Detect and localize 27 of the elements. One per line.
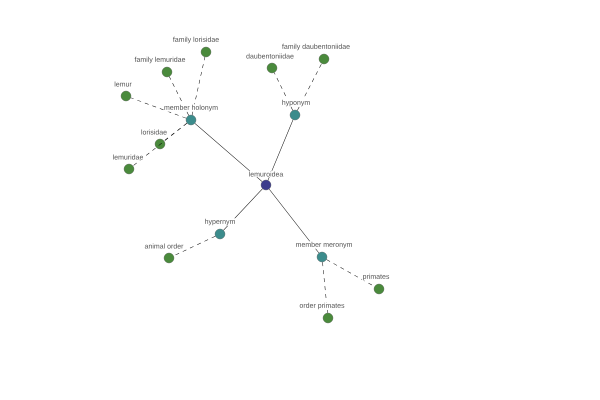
node-circle bbox=[290, 110, 300, 120]
node-circle bbox=[120, 90, 132, 102]
node-circle bbox=[260, 180, 272, 190]
connector-line bbox=[169, 76, 189, 116]
node-circle bbox=[214, 228, 226, 240]
node-circle bbox=[164, 252, 174, 264]
connector-line bbox=[326, 259, 375, 287]
connector-line bbox=[130, 98, 186, 118]
connector-line bbox=[322, 262, 328, 314]
node-circle bbox=[162, 66, 172, 78]
node-circle bbox=[186, 114, 196, 126]
node-circle bbox=[374, 284, 384, 294]
node-circle bbox=[322, 312, 334, 324]
node-circle bbox=[154, 138, 166, 150]
node-circle bbox=[266, 62, 278, 74]
node-circle bbox=[316, 252, 328, 262]
node-circle bbox=[318, 54, 330, 64]
connector-line bbox=[132, 122, 188, 166]
connector-line bbox=[268, 188, 320, 254]
connector-line bbox=[274, 72, 293, 111]
connector-line bbox=[192, 56, 206, 116]
connector-line bbox=[194, 123, 262, 182]
connector-line bbox=[297, 63, 322, 111]
connector-line bbox=[268, 120, 294, 180]
node-circle bbox=[200, 46, 212, 58]
connector-line bbox=[173, 236, 216, 256]
node-circle bbox=[124, 164, 134, 174]
